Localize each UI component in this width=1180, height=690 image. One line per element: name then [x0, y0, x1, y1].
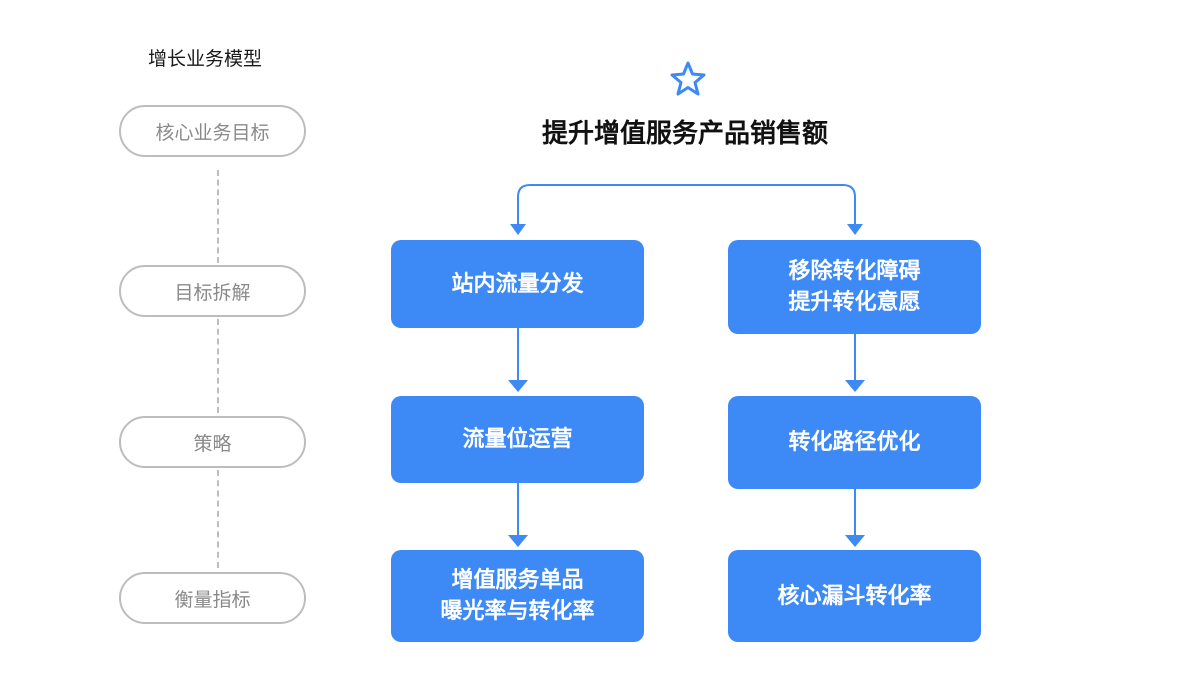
stage-goal-pill: 核心业务目标 [119, 105, 306, 157]
left-metric-box: 增值服务单品 曝光率与转化率 [391, 550, 644, 642]
right-metric-box: 核心漏斗转化率 [728, 550, 981, 642]
right-breakdown-box: 移除转化障碍 提升转化意愿 [728, 240, 981, 334]
stage-breakdown-pill: 目标拆解 [119, 265, 306, 317]
model-title: 增长业务模型 [148, 48, 263, 70]
box-label-line1: 移除转化障碍 [788, 259, 921, 284]
left-breakdown-box: 站内流量分发 [391, 240, 644, 328]
box-label: 流量位运营 [462, 427, 573, 452]
box-label: 转化路径优化 [788, 430, 921, 455]
branch-connector [517, 184, 856, 226]
stage-connector [217, 319, 219, 413]
box-label-line2: 提升转化意愿 [788, 290, 921, 315]
box-label: 站内流量分发 [451, 271, 584, 297]
branch-arrow-left [510, 224, 526, 235]
left-strategy-box: 流量位运营 [391, 396, 644, 483]
box-label-line1: 增值服务单品 [451, 568, 584, 593]
stage-connector [217, 170, 219, 263]
goal-heading: 提升增值服务产品销售额 [541, 119, 828, 149]
stage-metrics-pill: 衡量指标 [119, 572, 306, 624]
branch-arrow-right [847, 224, 863, 235]
stage-strategy-pill: 策略 [119, 416, 306, 468]
flow-arrow-head [508, 380, 528, 392]
box-label: 核心漏斗转化率 [777, 583, 932, 609]
flow-arrow-head [508, 535, 528, 547]
star-icon [670, 61, 706, 96]
right-strategy-box: 转化路径优化 [728, 396, 981, 489]
flow-arrow-head [845, 380, 865, 392]
stage-connector [217, 470, 219, 568]
box-label-line2: 曝光率与转化率 [440, 599, 595, 624]
flow-arrow-head [845, 535, 865, 547]
